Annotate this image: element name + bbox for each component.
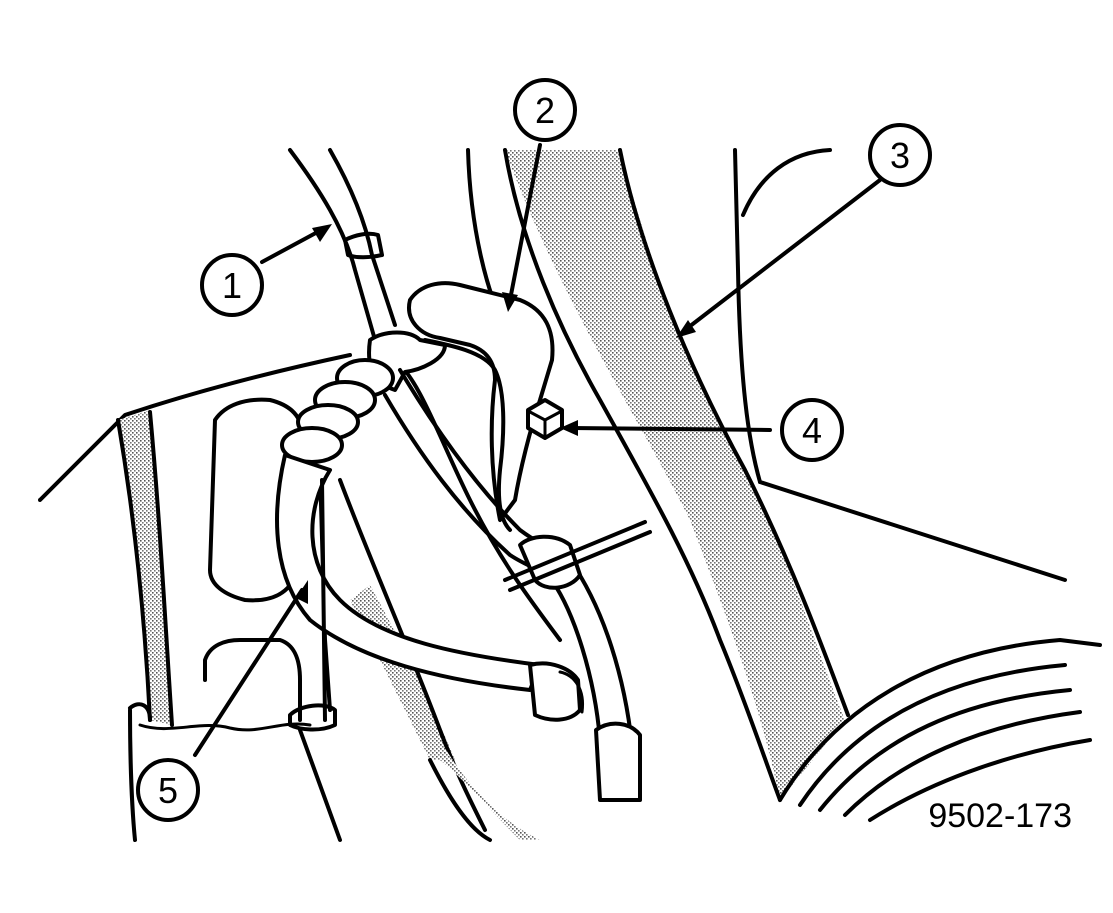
hose-main (275, 453, 542, 692)
housing-left-outer (116, 418, 152, 722)
vehicle-body-structure (466, 148, 1102, 822)
callout-1-circle (200, 253, 264, 317)
leader-2 (508, 143, 542, 302)
hose-end (594, 721, 642, 802)
clip-rod (503, 520, 647, 582)
callout-4: 4 (780, 398, 844, 462)
tire-arc-4 (843, 710, 1082, 817)
callout-5-circle (136, 758, 200, 822)
arrowhead-1 (312, 224, 332, 242)
pillar-outer-edge (618, 148, 850, 717)
lower-fitting-nut (558, 670, 585, 714)
leader-4 (568, 426, 772, 432)
callout-2-label: 2 (535, 90, 555, 131)
arrowhead-4 (560, 420, 578, 436)
bracket-plate-edge (338, 478, 487, 832)
arrowhead-5 (296, 580, 308, 604)
leader-3 (683, 178, 882, 332)
lower-fitting (528, 661, 582, 722)
callout-2-circle (513, 78, 577, 142)
bracket-body (407, 281, 555, 522)
floor-line (758, 480, 1067, 582)
bracket-plate-edge-2 (428, 758, 492, 842)
rear-curve-line (741, 148, 832, 217)
callout-1-label: 1 (222, 265, 242, 306)
lower-shade-strip (440, 740, 540, 840)
tire-arc-1 (778, 638, 1102, 802)
callout-2: 2 (513, 78, 577, 142)
vertical-line (320, 478, 327, 722)
housing-base-curve (128, 702, 152, 722)
brake-hose-lower (275, 368, 652, 802)
pillar-shading (505, 150, 845, 800)
callout-4-circle (780, 398, 844, 462)
callout-4-label: 4 (802, 410, 822, 451)
housing-left-shade (118, 410, 172, 725)
pillar-inner-edge (503, 148, 782, 802)
housing-left-inner (148, 410, 174, 727)
tire-arc-5 (868, 738, 1092, 822)
hose-upper-left (288, 148, 377, 342)
leader-lines (193, 143, 882, 757)
housing-bottom-line (298, 728, 342, 842)
tire-arc-2 (798, 663, 1067, 807)
leader-5 (193, 588, 304, 757)
arrowhead-3 (676, 320, 696, 338)
tire-arc-3 (818, 688, 1072, 812)
callout-3-label: 3 (890, 135, 910, 176)
callout-1: 1 (200, 253, 264, 317)
callout-3: 3 (868, 123, 932, 187)
callout-3-circle (868, 123, 932, 187)
housing-wavy-edge (138, 722, 312, 732)
bracket-front-plate (393, 358, 562, 642)
brake-line-down-right (568, 558, 634, 747)
hose-ferrule (343, 231, 384, 260)
brake-hose-upper (288, 148, 397, 342)
bracket-inner-line (423, 338, 512, 532)
callout-5-label: 5 (158, 770, 178, 811)
housing-notch (203, 638, 302, 722)
clip-rod-2 (508, 530, 652, 592)
rear-panel-line (733, 148, 762, 484)
arrowhead-2 (502, 292, 518, 312)
housing-lower-left (128, 708, 137, 842)
housing-top-edge (38, 353, 352, 502)
callout-5: 5 (136, 758, 200, 822)
housing-strap (288, 703, 337, 732)
bolt (526, 398, 564, 440)
leader-1 (260, 226, 327, 264)
figure-id: 9502-173 (928, 797, 1072, 835)
hose-upper-right (328, 148, 397, 327)
